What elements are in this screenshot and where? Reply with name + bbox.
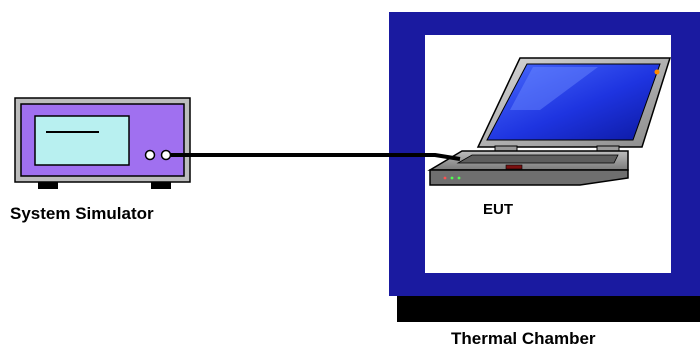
laptop-base bbox=[429, 169, 629, 186]
laptop-touchpad-button bbox=[505, 164, 523, 170]
screen-glare bbox=[510, 67, 598, 110]
simulator-port-2 bbox=[160, 149, 172, 161]
thermal-chamber-label: Thermal Chamber bbox=[451, 329, 596, 348]
system-simulator-icon bbox=[14, 97, 191, 189]
laptop-icon bbox=[427, 57, 672, 186]
laptop-indicator-3 bbox=[457, 176, 461, 180]
laptop-keyboard bbox=[456, 154, 619, 164]
chamber-shadow bbox=[397, 296, 700, 322]
laptop-screen bbox=[486, 63, 661, 141]
connection-cable bbox=[171, 153, 461, 161]
system-simulator-label: System Simulator bbox=[10, 204, 154, 223]
simulator-screen bbox=[34, 115, 130, 166]
simulator-foot-left bbox=[38, 180, 58, 189]
eut-label: EUT bbox=[483, 201, 513, 218]
laptop-indicator-1 bbox=[443, 176, 447, 180]
simulator-port-1 bbox=[144, 149, 156, 161]
laptop-indicator-2 bbox=[450, 176, 454, 180]
laptop-led bbox=[654, 69, 660, 75]
simulator-foot-right bbox=[151, 180, 171, 189]
